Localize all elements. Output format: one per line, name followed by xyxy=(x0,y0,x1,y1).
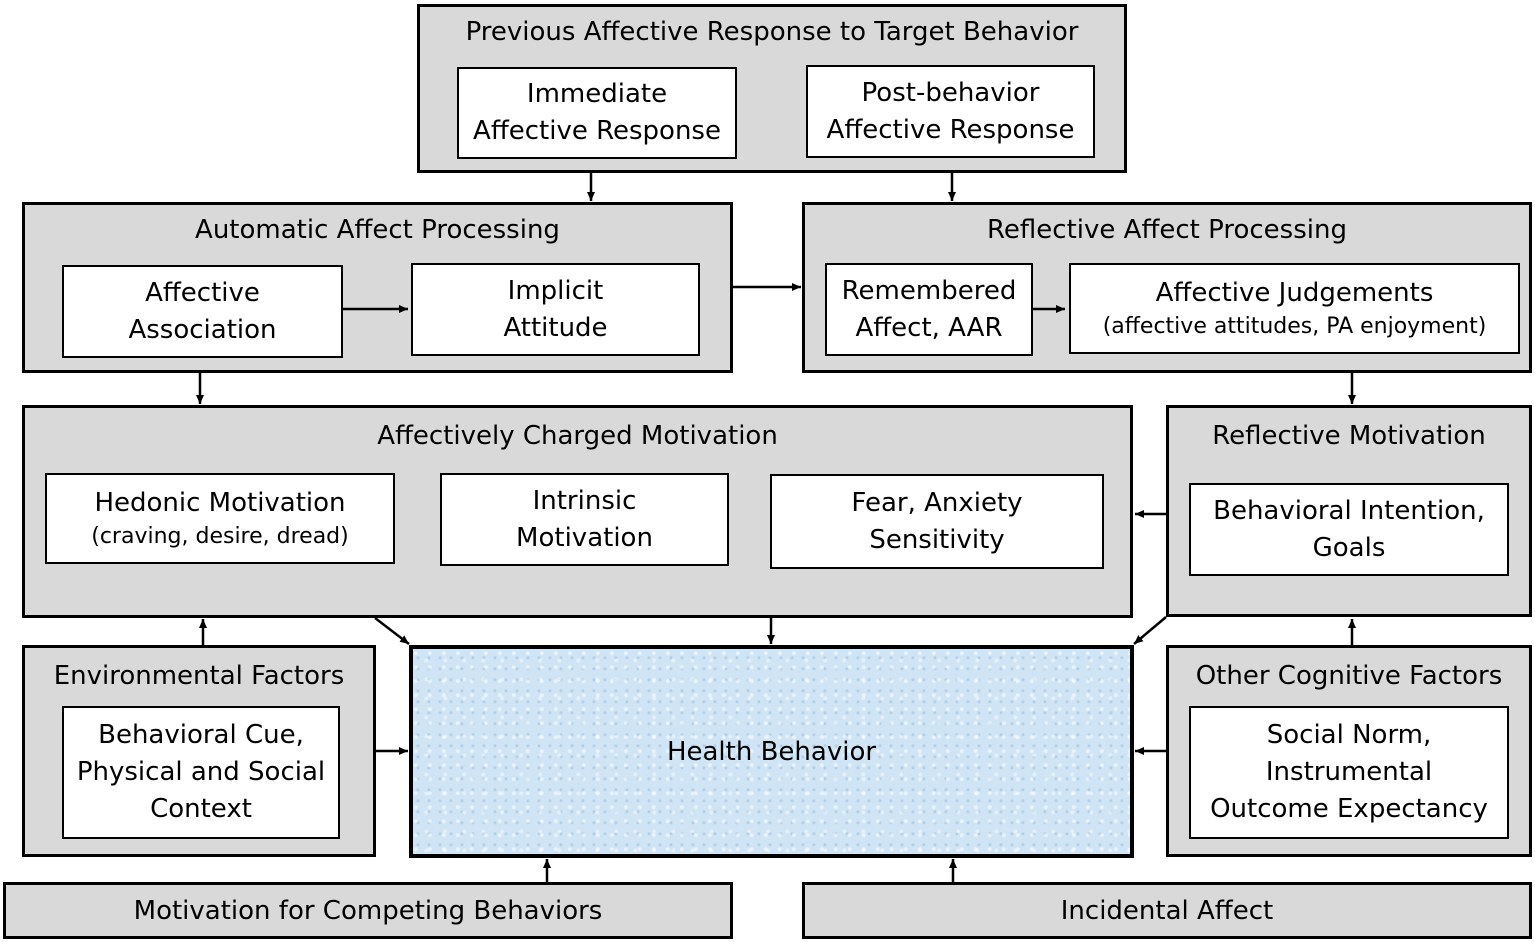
behavioral-intention-line-1: Behavioral Intention, xyxy=(1213,495,1485,526)
hedonic-motivation-line-1: Hedonic Motivation xyxy=(94,488,346,518)
behavioral-cue-line-3: Context xyxy=(150,794,252,824)
implicit-attitude-line-1: Implicit xyxy=(507,275,604,306)
arrow-reflective-motivation-diagonal-to-health xyxy=(1133,616,1167,645)
remembered-affect-line-2: Affect, AAR xyxy=(855,312,1003,343)
reflective-affect-processing-group: Reflective Affect Processing Remembered … xyxy=(802,202,1532,373)
post-behavior-line-2: Affective Response xyxy=(826,114,1075,145)
affective-association-line-1: Affective xyxy=(145,277,260,308)
fear-anxiety-line-2: Sensitivity xyxy=(869,524,1005,555)
immediate-line-2: Affective Response xyxy=(473,116,721,146)
health-behavior-label: Health Behavior xyxy=(666,736,877,767)
fear-anxiety-box: Fear, Anxiety Sensitivity xyxy=(770,474,1104,569)
intrinsic-motivation-line-2: Motivation xyxy=(516,522,653,553)
behavioral-cue-line-1: Behavioral Cue, xyxy=(98,720,304,750)
incidental-affect-box: Incidental Affect xyxy=(802,882,1532,939)
implicit-attitude-box: Implicit Attitude xyxy=(411,263,700,356)
affective-association-box: Affective Association xyxy=(62,265,343,358)
affectively-charged-motivation-title: Affectively Charged Motivation xyxy=(377,421,778,451)
reflective-affect-processing-title: Reflective Affect Processing xyxy=(987,215,1347,245)
social-norm-line-1: Social Norm, xyxy=(1266,720,1432,750)
arrow-affective-motivation-diagonal-to-health xyxy=(374,617,410,645)
behavioral-intention-line-2: Goals xyxy=(1312,532,1386,563)
reflective-motivation-group: Reflective Motivation Behavioral Intenti… xyxy=(1166,405,1532,617)
hedonic-motivation-line-2: (craving, desire, dread) xyxy=(91,524,349,549)
affective-judgements-line-1: Affective Judgements xyxy=(1155,278,1434,308)
hedonic-motivation-box: Hedonic Motivation (craving, desire, dre… xyxy=(45,473,395,564)
implicit-attitude-line-2: Attitude xyxy=(503,312,608,343)
immediate-line-1: Immediate xyxy=(526,79,668,109)
automatic-affect-processing-group: Automatic Affect Processing Affective As… xyxy=(22,202,733,373)
other-cognitive-factors-group: Other Cognitive Factors Social Norm, Ins… xyxy=(1166,645,1532,857)
intrinsic-motivation-line-1: Intrinsic xyxy=(532,485,637,516)
automatic-affect-processing-title: Automatic Affect Processing xyxy=(195,215,560,245)
health-behavior-box: Health Behavior xyxy=(409,645,1134,858)
behavioral-intention-box: Behavioral Intention, Goals xyxy=(1189,483,1509,576)
previous-affective-response-group: Previous Affective Response to Target Be… xyxy=(417,4,1127,173)
social-norm-line-2: Instrumental xyxy=(1265,757,1433,787)
reflective-motivation-title: Reflective Motivation xyxy=(1212,421,1486,451)
behavioral-cue-line-2: Physical and Social xyxy=(76,757,326,787)
other-cognitive-factors-title: Other Cognitive Factors xyxy=(1195,661,1503,691)
motivation-for-competing-behaviors-label: Motivation for Competing Behaviors xyxy=(133,895,603,926)
social-norm-box: Social Norm, Instrumental Outcome Expect… xyxy=(1189,706,1509,839)
behavioral-cue-box: Behavioral Cue, Physical and Social Cont… xyxy=(62,706,340,839)
fear-anxiety-line-1: Fear, Anxiety xyxy=(851,487,1023,518)
remembered-affect-box: Remembered Affect, AAR xyxy=(825,263,1033,356)
affective-judgements-line-2: (affective attitudes, PA enjoyment) xyxy=(1102,314,1487,339)
environmental-factors-group: Environmental Factors Behavioral Cue, Ph… xyxy=(22,645,376,857)
previous-affective-response-title: Previous Affective Response to Target Be… xyxy=(465,17,1079,47)
environmental-factors-title: Environmental Factors xyxy=(53,661,345,691)
affective-association-line-2: Association xyxy=(128,314,277,345)
remembered-affect-line-1: Remembered xyxy=(841,275,1017,306)
affectively-charged-motivation-group: Affectively Charged Motivation Hedonic M… xyxy=(22,405,1133,618)
post-behavior-line-1: Post-behavior xyxy=(861,77,1040,108)
immediate-affective-response-box: Immediate Affective Response xyxy=(457,67,737,159)
post-behavior-affective-response-box: Post-behavior Affective Response xyxy=(806,65,1095,158)
social-norm-line-3: Outcome Expectancy xyxy=(1210,794,1488,824)
incidental-affect-label: Incidental Affect xyxy=(1060,895,1274,926)
motivation-for-competing-behaviors-box: Motivation for Competing Behaviors xyxy=(3,882,733,939)
intrinsic-motivation-box: Intrinsic Motivation xyxy=(440,473,729,566)
affective-judgements-box: Affective Judgements (affective attitude… xyxy=(1069,263,1520,354)
